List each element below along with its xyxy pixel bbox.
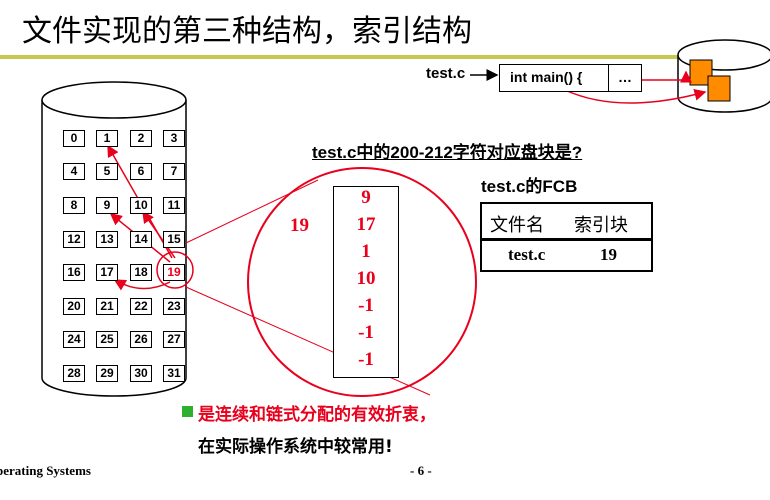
index-entry: 10 xyxy=(356,268,376,289)
disk-block: 6 xyxy=(130,163,152,180)
disk-block: 7 xyxy=(163,163,185,180)
disk-icon xyxy=(677,39,770,113)
bullet-marker-icon xyxy=(182,406,193,417)
disk-block: 31 xyxy=(163,365,185,382)
zoom-circle xyxy=(247,167,477,397)
disk-block: 2 xyxy=(130,130,152,147)
fcb-cell-filename: test.c xyxy=(508,245,546,264)
question-text: test.c中的200-212字符对应盘块是? xyxy=(312,143,583,162)
page-title: 文件实现的第三种结构，索引结构 xyxy=(22,14,472,49)
footer-page-number: - 6 - xyxy=(410,463,432,478)
disk-block: 14 xyxy=(130,231,152,248)
disk-block: 3 xyxy=(163,130,185,147)
disk-block: 17 xyxy=(96,264,118,281)
zoom-block-number: 19 xyxy=(290,215,309,236)
file-ellipsis: … xyxy=(608,65,641,91)
file-to-disk-arrow-1 xyxy=(629,70,692,83)
disk-block: 29 xyxy=(96,365,118,382)
disk-block: 28 xyxy=(63,365,85,382)
fcb-table: 文件名 索引块 test.c 19 xyxy=(480,202,653,272)
disk-block: 25 xyxy=(96,331,118,348)
index-entry: -1 xyxy=(358,295,374,316)
disk-block: 1 xyxy=(96,130,118,147)
fcb-header-row: 文件名 索引块 xyxy=(482,204,651,241)
disk-block: 12 xyxy=(63,231,85,248)
title-divider xyxy=(0,55,770,59)
index-block-contents: 9 17 1 10 -1 -1 -1 xyxy=(333,186,399,378)
disk-block: 8 xyxy=(63,197,85,214)
file-to-disk-arrow-2 xyxy=(564,88,707,104)
disk-block: 10 xyxy=(130,197,152,214)
disk-block: 18 xyxy=(130,264,152,281)
fcb-header-index-block: 索引块 xyxy=(574,215,628,236)
disk-block: 23 xyxy=(163,298,185,315)
disk-block: 15 xyxy=(163,231,185,248)
highlight-block-circle xyxy=(156,251,194,289)
disk-block: 5 xyxy=(96,163,118,180)
file-content-text: int main() { xyxy=(510,69,583,85)
disk-block: 27 xyxy=(163,331,185,348)
index-entry: 17 xyxy=(356,214,376,235)
disk-block: 0 xyxy=(63,130,85,147)
disk-block: 9 xyxy=(96,197,118,214)
fcb-header-filename: 文件名 xyxy=(490,215,544,236)
index-entry: -1 xyxy=(358,349,374,370)
disk-block: 19 xyxy=(163,264,185,281)
disk-block: 13 xyxy=(96,231,118,248)
disk-block: 26 xyxy=(130,331,152,348)
zoom-connector-top xyxy=(185,179,319,244)
disk-block: 16 xyxy=(63,264,85,281)
disk-block: 11 xyxy=(163,197,185,214)
disk-block: 4 xyxy=(63,163,85,180)
index-entry: 9 xyxy=(361,187,371,208)
disk-block: 21 xyxy=(96,298,118,315)
file-content-box: int main() { … xyxy=(499,64,642,92)
fcb-title: test.c的FCB xyxy=(481,177,578,196)
file-name-label: test.c xyxy=(426,65,466,82)
fcb-cell-index-block: 19 xyxy=(600,245,617,264)
footer-course-name: perating Systems xyxy=(0,463,91,478)
disk-block: 20 xyxy=(63,298,85,315)
disk-block: 22 xyxy=(130,298,152,315)
disk-block: 24 xyxy=(63,331,85,348)
bullet-text-line2: 在实际操作系统中较常用! xyxy=(198,437,393,457)
index-entry: -1 xyxy=(358,322,374,343)
bullet-text-line1: 是连续和链式分配的有效折衷， xyxy=(198,405,436,425)
index-entry: 1 xyxy=(361,241,371,262)
disk-block: 30 xyxy=(130,365,152,382)
